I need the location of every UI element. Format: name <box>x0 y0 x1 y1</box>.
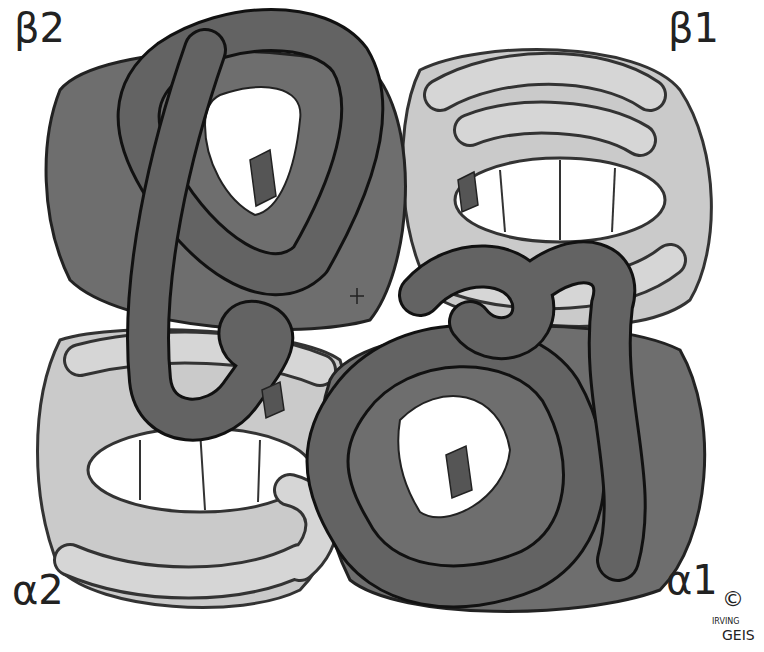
subunit-label: β2 <box>14 8 65 48</box>
subunit-label: α1 <box>666 560 718 600</box>
artist-signature: GEIS <box>722 628 755 642</box>
artist-signature: IRVING <box>712 618 740 626</box>
subunit-label: α2 <box>12 570 64 610</box>
copyright-mark: © <box>722 588 744 610</box>
subunit-label: β1 <box>668 8 719 48</box>
